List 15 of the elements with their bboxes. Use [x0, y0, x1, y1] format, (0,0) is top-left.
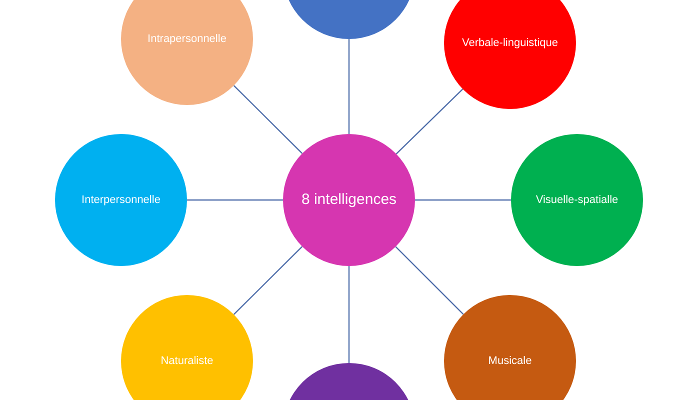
connector-line	[187, 199, 283, 201]
connector-line	[348, 266, 350, 363]
circle-label: Interpersonnelle	[82, 192, 160, 208]
connector-line	[395, 246, 464, 315]
circle-label: Verbale-linguistique	[462, 36, 558, 50]
connector-line	[348, 39, 350, 134]
connector-line	[233, 246, 303, 315]
circle-label: Naturaliste	[160, 354, 214, 368]
connector-line	[415, 199, 511, 201]
circle-label: Visuelle-spatialle	[536, 192, 618, 208]
circle-label: Musicale	[488, 354, 532, 368]
circle-label: Intrapersonnelle	[148, 32, 226, 46]
connector-line	[396, 88, 464, 154]
circle-label: 8 intelligences	[301, 190, 397, 210]
connector-line	[233, 85, 303, 154]
